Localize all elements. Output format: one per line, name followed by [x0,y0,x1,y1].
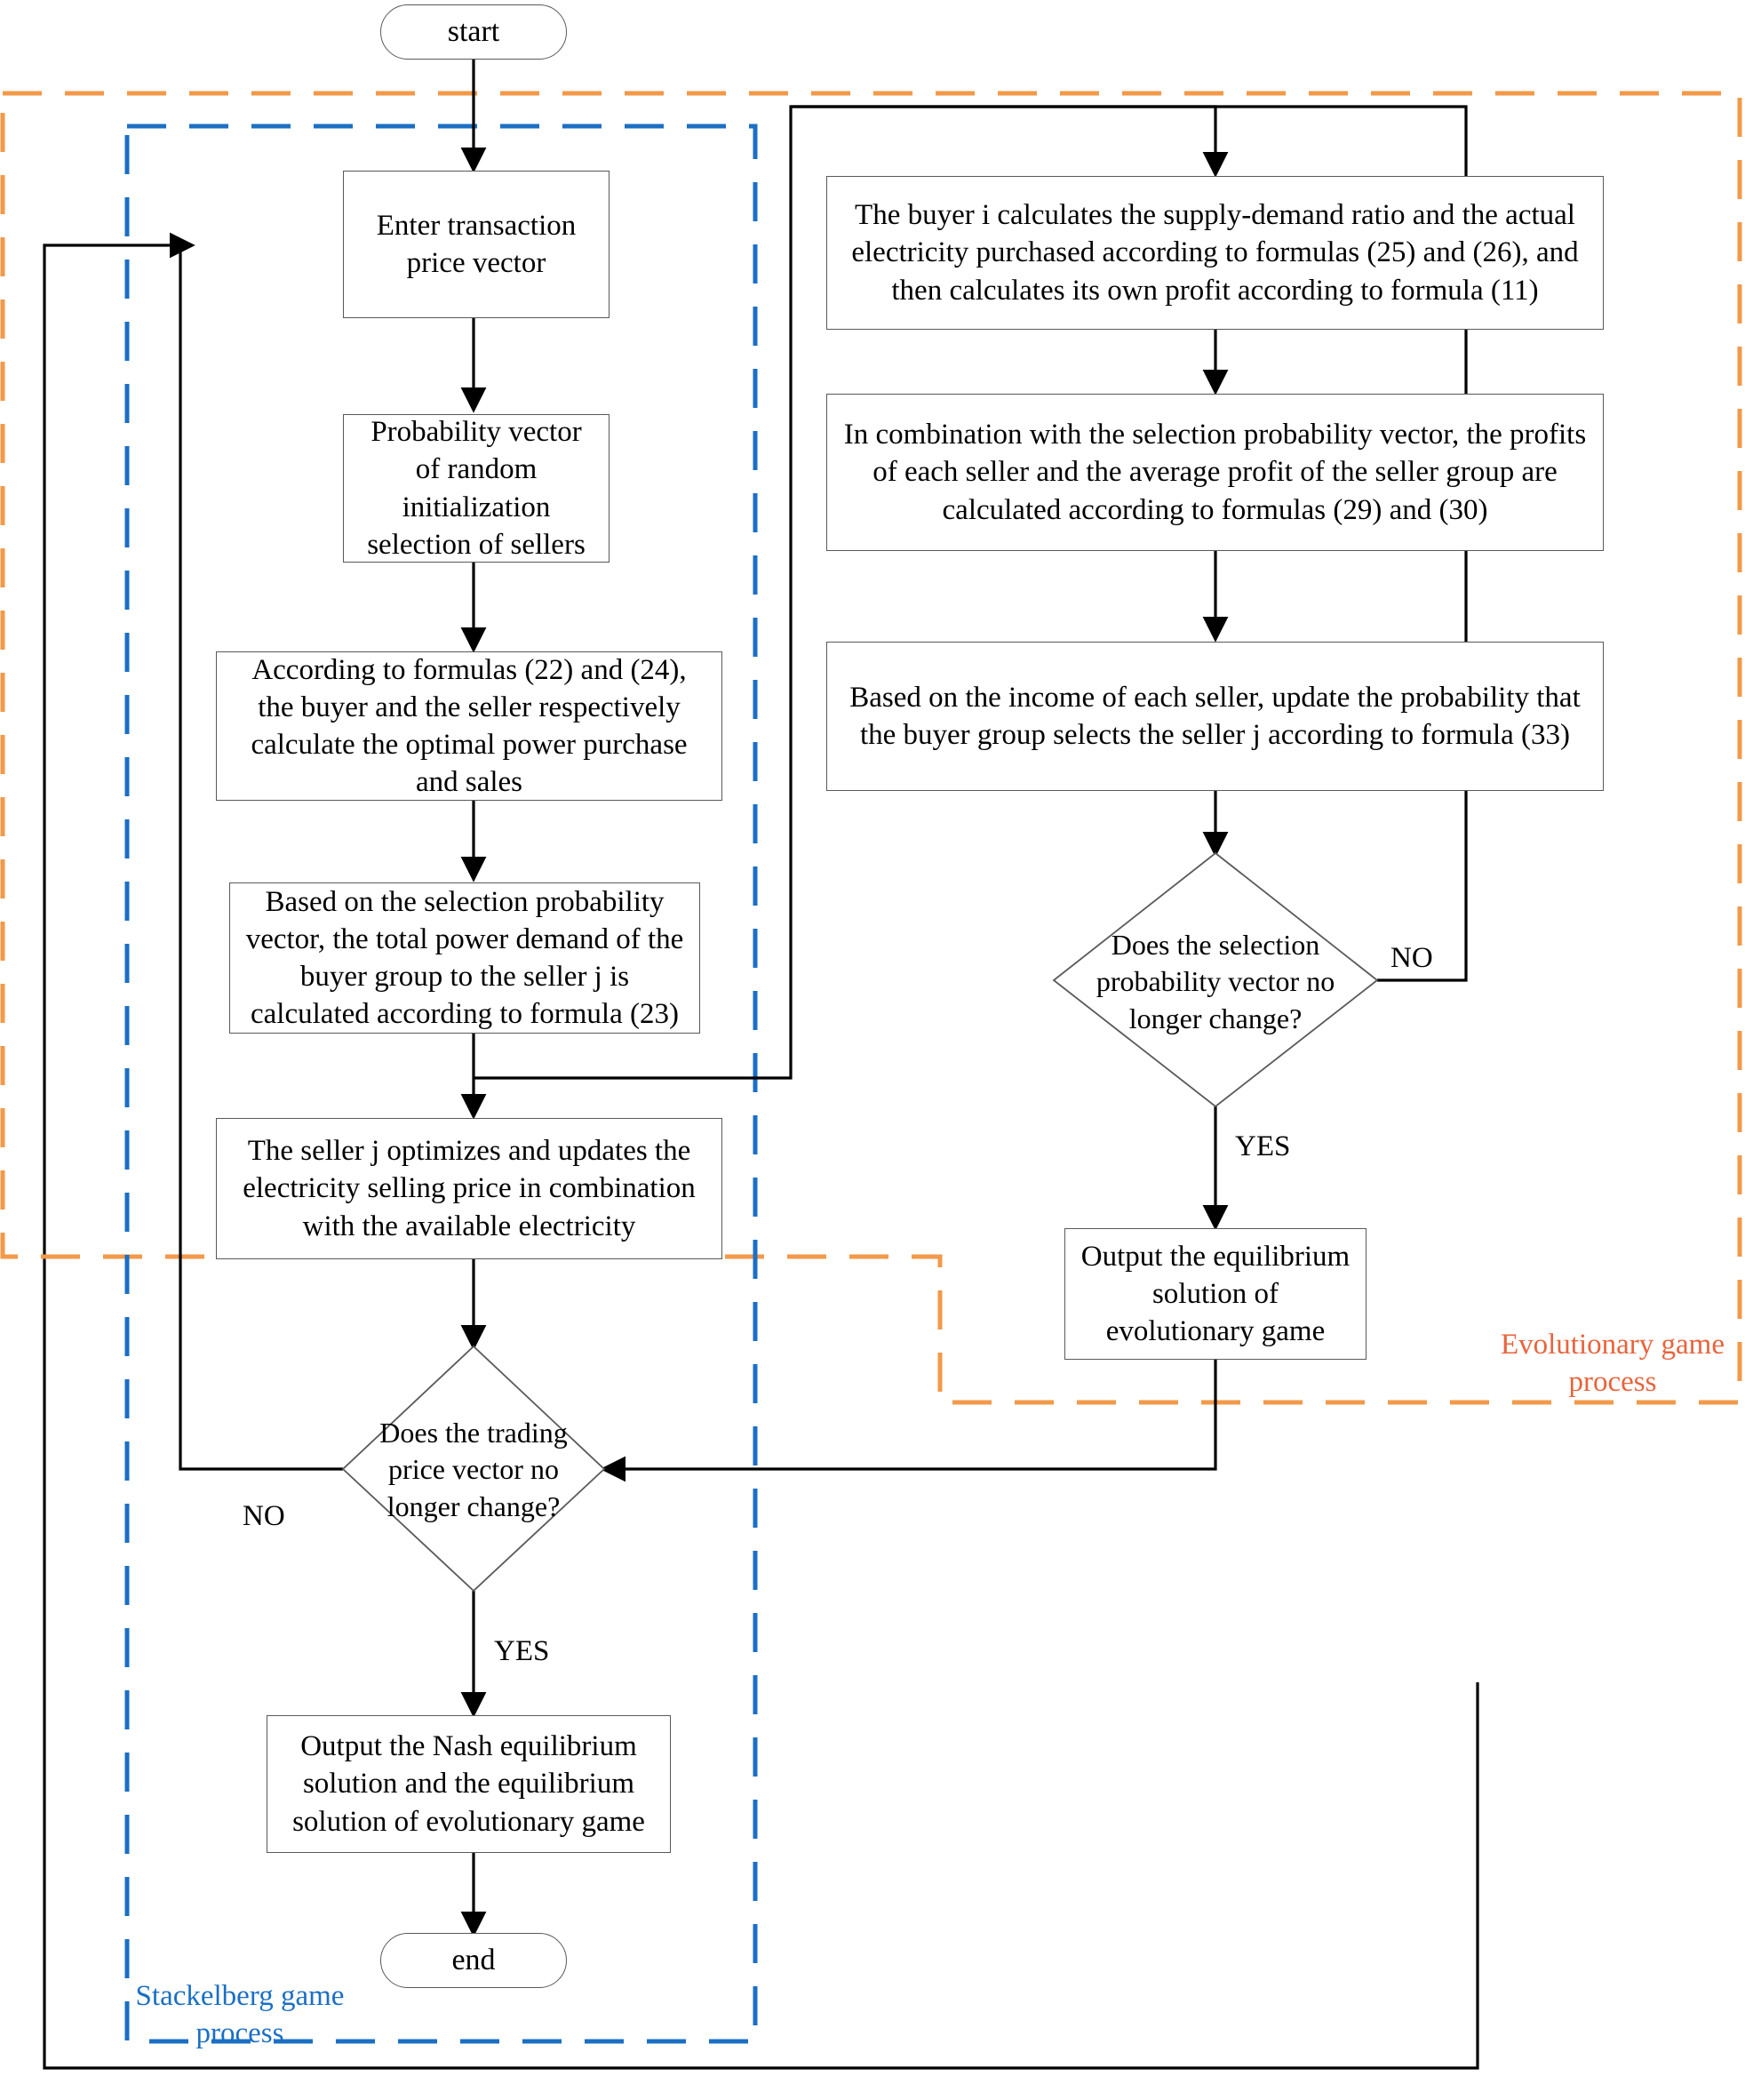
node-seller-profits-29-30-label: In combination with the selection probab… [843,419,1587,526]
node-end[interactable]: end [380,1933,567,1988]
edge-label-selection-yes: YES [1235,1130,1290,1163]
group-label-evolutionary: Evolutionary game process [1484,1290,1741,1401]
node-total-demand-23[interactable]: Based on the selection probability vecto… [229,882,700,1034]
stackelberg-group-boundary [124,124,758,2044]
node-random-init-label: Probability vector of random initializat… [367,416,586,561]
edge-trading-no-loop-back [179,244,343,1471]
node-formulas-22-24-label: According to formulas (22) and (24), the… [251,653,688,799]
node-seller-updates-price[interactable]: The seller j optimizes and updates the e… [216,1118,722,1259]
edge-label-trading-yes-text: YES [494,1635,550,1667]
edge-label-selection-yes-text: YES [1235,1130,1291,1162]
node-enter-price-vector-label: Enter transaction price vector [376,209,577,279]
outer-loop-frame [43,232,1479,2070]
edge-label-selection-no: NO [1390,942,1433,975]
node-random-init[interactable]: Probability vector of random initializat… [343,414,610,563]
node-seller-profits-29-30[interactable]: In combination with the selection probab… [826,394,1604,551]
node-buyer-supply-demand[interactable]: The buyer i calculates the supply-demand… [826,176,1604,330]
decision-selection-vector-shape [1052,851,1379,1108]
node-start[interactable]: start [380,4,567,60]
group-label-stackelberg: Stackelberg game process [111,1942,369,2052]
node-output-nash[interactable]: Output the Nash equilibrium solution and… [267,1715,671,1853]
edge-label-trading-yes: YES [494,1635,549,1668]
edge-output-evolutionary-to-trading-decision [600,1360,1217,1482]
edge-label-selection-no-text: NO [1390,942,1433,974]
node-update-probability-33-label: Based on the income of each seller, upda… [849,681,1581,751]
evolutionary-group-boundary [0,91,1742,1405]
group-label-evolutionary-text: Evolutionary game process [1500,1329,1725,1398]
node-end-label: end [451,1944,496,1977]
decision-trading-price-shape [341,1345,606,1593]
group-label-stackelberg-text: Stackelberg game process [135,1980,345,2049]
node-enter-price-vector[interactable]: Enter transaction price vector [343,171,610,318]
node-seller-updates-price-label: The seller j optimizes and updates the e… [243,1135,696,1242]
node-start-label: start [447,15,500,49]
node-total-demand-23-label: Based on the selection probability vecto… [245,885,684,1031]
node-output-evolutionary[interactable]: Output the equilibrium solution of evolu… [1064,1228,1367,1360]
node-buyer-supply-demand-label: The buyer i calculates the supply-demand… [851,199,1579,307]
node-output-evolutionary-label: Output the equilibrium solution of evolu… [1080,1240,1351,1348]
node-update-probability-33[interactable]: Based on the income of each seller, upda… [826,642,1604,791]
node-formulas-22-24[interactable]: According to formulas (22) and (24), the… [216,651,722,801]
node-output-nash-label: Output the Nash equilibrium solution and… [292,1730,645,1838]
edge-label-trading-no-text: NO [243,1500,285,1532]
edge-label-trading-no: NO [243,1500,285,1533]
